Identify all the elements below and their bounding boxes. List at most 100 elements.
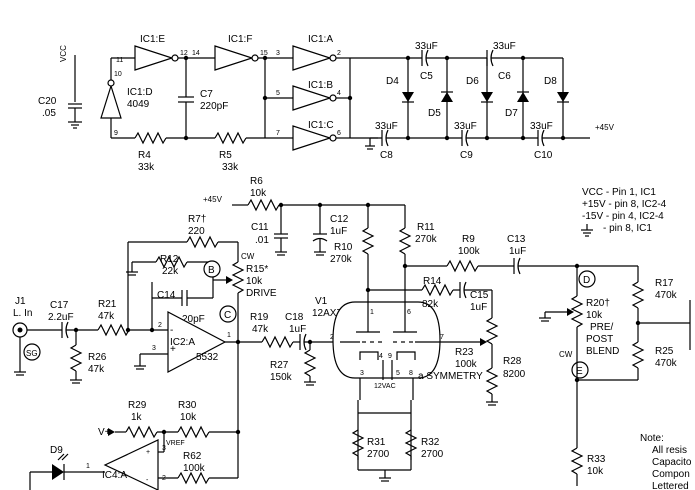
vcc-pin-label: VCC <box>59 45 68 62</box>
r11-label: R11 <box>417 222 435 233</box>
c20-value: .05 <box>42 108 56 119</box>
r7-label: R7† <box>188 214 206 225</box>
r17-value: 470k <box>655 290 678 301</box>
ic4a-pin3: 3 <box>162 445 166 452</box>
r28-label: R28 <box>503 356 522 367</box>
r30-label: R30 <box>178 400 197 411</box>
pin3-label: 3 <box>276 50 280 57</box>
pin9-label: 9 <box>114 130 118 137</box>
r29-value: 1k <box>131 412 143 423</box>
note-line-3: Lettered <box>652 481 689 490</box>
d9-led <box>52 464 64 480</box>
r62-label: R62 <box>183 451 202 462</box>
r21-label: R21 <box>98 299 117 310</box>
r15-value: 10k <box>246 276 263 287</box>
pin15-label: 15 <box>260 50 268 57</box>
c12-label: C12 <box>330 214 349 225</box>
ic1a-inverter <box>292 45 332 71</box>
r4-value: 33k <box>138 162 155 173</box>
note-title: Note: <box>640 433 664 444</box>
vplus-label: V+ <box>98 427 111 438</box>
pin11-label: 11 <box>116 57 123 64</box>
r6-label: R6 <box>250 176 263 187</box>
ic1e-inverter <box>134 45 174 71</box>
pin4-label: 4 <box>337 90 341 97</box>
v1-pin5: 5 <box>396 370 400 377</box>
r25-value: 470k <box>655 358 678 369</box>
r15-pot[interactable] <box>231 261 245 294</box>
c18-label: C18 <box>285 312 304 323</box>
d7-label: D7 <box>505 108 518 119</box>
r5-label: R5 <box>219 150 232 161</box>
c6-label: C6 <box>498 71 511 82</box>
r33-resistor <box>570 447 584 475</box>
c14-value: 20pF <box>182 314 205 325</box>
v1-pin1: 1 <box>370 309 374 316</box>
r12-value: 22k <box>162 266 179 277</box>
d5-label: D5 <box>428 108 441 119</box>
note-vcc: VCC - Pin 1, IC1 <box>582 187 656 198</box>
r31-label: R31 <box>367 437 386 448</box>
ic2a-minus: - <box>170 325 173 336</box>
r19-resistor <box>261 335 294 349</box>
r20-pot[interactable] <box>570 295 584 328</box>
node-c-label: C <box>224 310 231 321</box>
note-gnd: - pin 8, IC1 <box>603 223 652 234</box>
heater-12vac: 12VAC <box>374 383 396 390</box>
d6-label: D6 <box>466 76 479 87</box>
note-p15: +15V - pin 8, IC2-4 <box>582 199 667 210</box>
r6-resistor <box>247 198 280 212</box>
r26-resistor <box>69 344 83 372</box>
r23-pot[interactable] <box>485 317 499 345</box>
c5-value: 33uF <box>415 41 438 52</box>
r12-label: R12 <box>160 254 179 265</box>
pin2-label: 2 <box>337 50 341 57</box>
symmetry-label: a SYMMETRY <box>418 371 483 382</box>
v1-pin3: 3 <box>360 370 364 377</box>
drive-label: DRIVE <box>246 288 277 299</box>
ic2a-pin3: 3 <box>152 345 156 352</box>
d5-diode <box>441 92 453 102</box>
note-line-1: Capacito <box>652 457 692 468</box>
r10-value: 270k <box>330 254 353 265</box>
d8-diode <box>557 92 569 102</box>
r28-value: 8200 <box>503 369 526 380</box>
r20-cw-label: CW <box>559 350 573 359</box>
sg-label: SG <box>26 349 38 358</box>
c17-label: C17 <box>50 300 69 311</box>
r20-value: 10k <box>586 310 603 321</box>
r27-resistor <box>303 349 317 377</box>
c8-label: C8 <box>380 150 393 161</box>
audio-section: +45V R6 10k C11 .01 C12 1uF R10 270k <box>12 176 692 490</box>
ic1b-label: IC1:B <box>308 80 333 91</box>
r21-resistor <box>97 323 130 337</box>
pin12-label: 12 <box>180 50 188 57</box>
d8-label: D8 <box>544 76 557 87</box>
ic4a-minus: - <box>146 477 149 484</box>
c9-label: C9 <box>460 150 473 161</box>
c7-value: 220pF <box>200 101 228 112</box>
ic2a-label: IC2:A <box>170 337 195 348</box>
c8-value: 33uF <box>375 121 398 132</box>
j1-label: J1 <box>15 296 26 307</box>
ic1c-label: IC1:C <box>308 120 334 131</box>
r5-value: 33k <box>222 162 239 173</box>
c13-value: 1uF <box>509 246 526 257</box>
r11-resistor <box>398 227 412 255</box>
ic4a-plus: + <box>146 449 150 456</box>
c12-value: 1uF <box>330 226 347 237</box>
c9-value: 33uF <box>454 121 477 132</box>
v1-label: V1 <box>315 296 328 307</box>
pin6-label: 6 <box>337 130 341 137</box>
r9-value: 100k <box>458 246 481 257</box>
c14-label: C14 <box>157 290 176 301</box>
d9-label: D9 <box>50 445 63 456</box>
ic1e-label: IC1:E <box>140 34 165 45</box>
ic2a-part: 5532 <box>196 352 219 363</box>
supply-notes: VCC - Pin 1, IC1 +15V - pin 8, IC2-4 -15… <box>581 187 667 237</box>
r25-label: R25 <box>655 346 674 357</box>
v1-pin4: 4 <box>379 353 383 360</box>
r14-value: 82k <box>422 299 439 310</box>
ic2a-pin2: 2 <box>158 322 162 329</box>
ic2a-pin1: 1 <box>227 332 231 339</box>
